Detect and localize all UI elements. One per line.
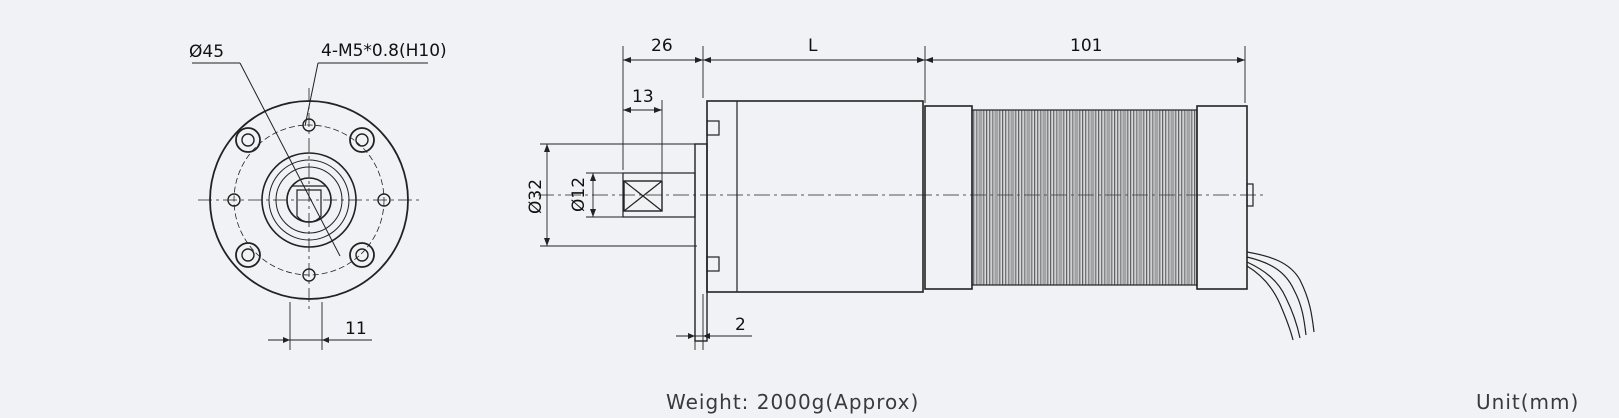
shaft-length-label: 26 xyxy=(651,36,673,56)
gearbox-body xyxy=(706,100,924,293)
top-dimension-chain xyxy=(622,46,1246,180)
gearbox-flange xyxy=(694,143,708,342)
flange-thickness-label: 2 xyxy=(735,315,746,335)
front-diameter-label: Ø45 xyxy=(189,42,224,62)
motor-rear-cap xyxy=(1196,105,1248,290)
key-width-label: 11 xyxy=(345,319,367,339)
front-view xyxy=(192,62,428,350)
flange-outline xyxy=(209,100,409,300)
motor-cable xyxy=(1246,251,1315,341)
output-shaft xyxy=(622,172,696,218)
thread-spec-label: 4-M5*0.8(H10) xyxy=(321,41,447,61)
pilot-diameter-label: Ø32 xyxy=(526,179,546,214)
motor-fins xyxy=(971,109,1198,286)
key-length-label: 13 xyxy=(632,87,654,107)
side-view xyxy=(538,46,1315,350)
flange-thickness-dim xyxy=(676,294,752,350)
body-length-label: L xyxy=(808,36,818,56)
unit-text: Unit(mm) xyxy=(1476,390,1580,414)
diameter-dimensions xyxy=(540,143,697,247)
weight-text: Weight: 2000g(Approx) xyxy=(666,390,920,414)
motor-length-label: 101 xyxy=(1070,36,1102,56)
tapped-holes xyxy=(227,118,391,282)
mounting-bolts xyxy=(235,127,375,268)
motor-front-cap xyxy=(924,105,973,290)
shaft-diameter-label: Ø12 xyxy=(569,177,589,212)
